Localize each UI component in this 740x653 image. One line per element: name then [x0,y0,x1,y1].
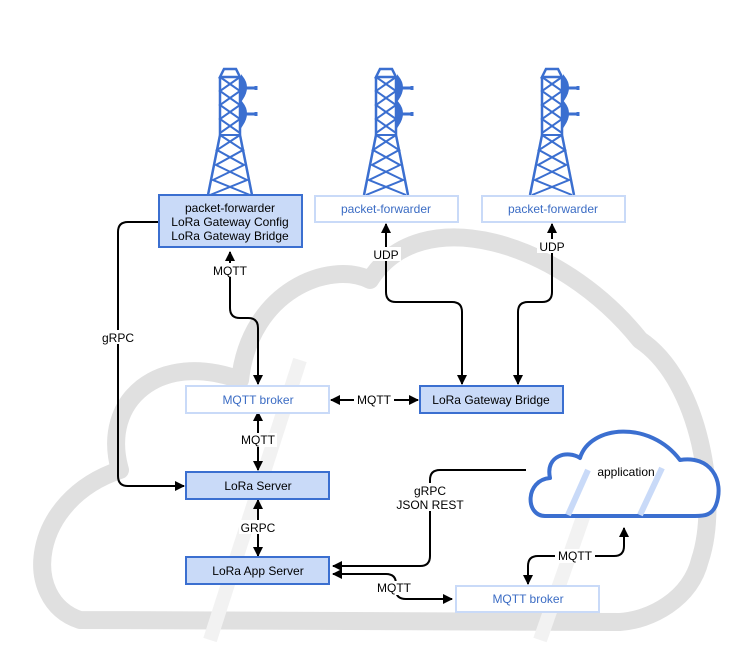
node-gw2[interactable]: packet-forwarder [314,195,459,223]
node-mqtt-broker-2-label: MQTT broker [492,592,563,606]
node-gw1-line-3: LoRa Gateway Bridge [171,229,289,243]
cell-tower-icon [528,67,580,197]
edge-label-broker-server: MQTT [241,433,276,447]
node-gw3-label: packet-forwarder [508,202,598,216]
node-gw2-label: packet-forwarder [341,202,431,216]
edge-appserver-application [332,469,526,571]
node-mqtt-broker-1-label: MQTT broker [222,393,293,407]
node-gw1-line-2: LoRa Gateway Config [171,215,288,229]
node-gw1-line-1: packet-forwarder [185,201,275,215]
node-mqtt-broker-2[interactable]: MQTT broker [455,585,600,613]
edge-label-appserver-application-2: JSON REST [396,498,464,512]
edge-label-broker2-application: MQTT [558,549,593,563]
edge-label-server-appserver: GRPC [241,521,276,535]
node-lora-server-label: LoRa Server [224,479,291,493]
node-gw3[interactable]: packet-forwarder [481,195,626,223]
edge-gw2-udp [381,223,467,385]
edge-label-gw1-mqtt: MQTT [213,264,248,278]
edge-label-broker-bridge: MQTT [357,393,392,407]
node-gateway-bridge-label: LoRa Gateway Bridge [432,393,550,407]
edge-label-appserver-broker2: MQTT [377,581,412,595]
cell-tower-icon [206,67,258,197]
edge-label-gw2-udp: UDP [373,248,398,262]
application-label: application [597,465,654,479]
edge-gw1-mqtt [225,251,263,385]
application-cloud[interactable]: application [528,429,721,518]
node-mqtt-broker-1[interactable]: MQTT broker [185,385,330,414]
node-app-server[interactable]: LoRa App Server [185,556,330,585]
edge-label-appserver-application-1: gRPC [414,484,446,498]
node-app-server-label: LoRa App Server [212,564,303,578]
edge-gw3-udp [513,223,557,385]
node-gateway-bridge[interactable]: LoRa Gateway Bridge [419,385,564,414]
cloud-highlight [637,466,665,517]
internet-cloud-outline [33,228,717,631]
edge-gw1-grpc [117,221,185,491]
node-lora-server[interactable]: LoRa Server [185,471,330,500]
edge-label-gw3-udp: UDP [539,240,564,254]
cloud-highlight [565,468,591,517]
node-gw1[interactable]: packet-forwarder LoRa Gateway Config LoR… [158,194,303,248]
cell-tower-icon [362,67,414,197]
edge-label-gw1-grpc: gRPC [102,331,134,345]
